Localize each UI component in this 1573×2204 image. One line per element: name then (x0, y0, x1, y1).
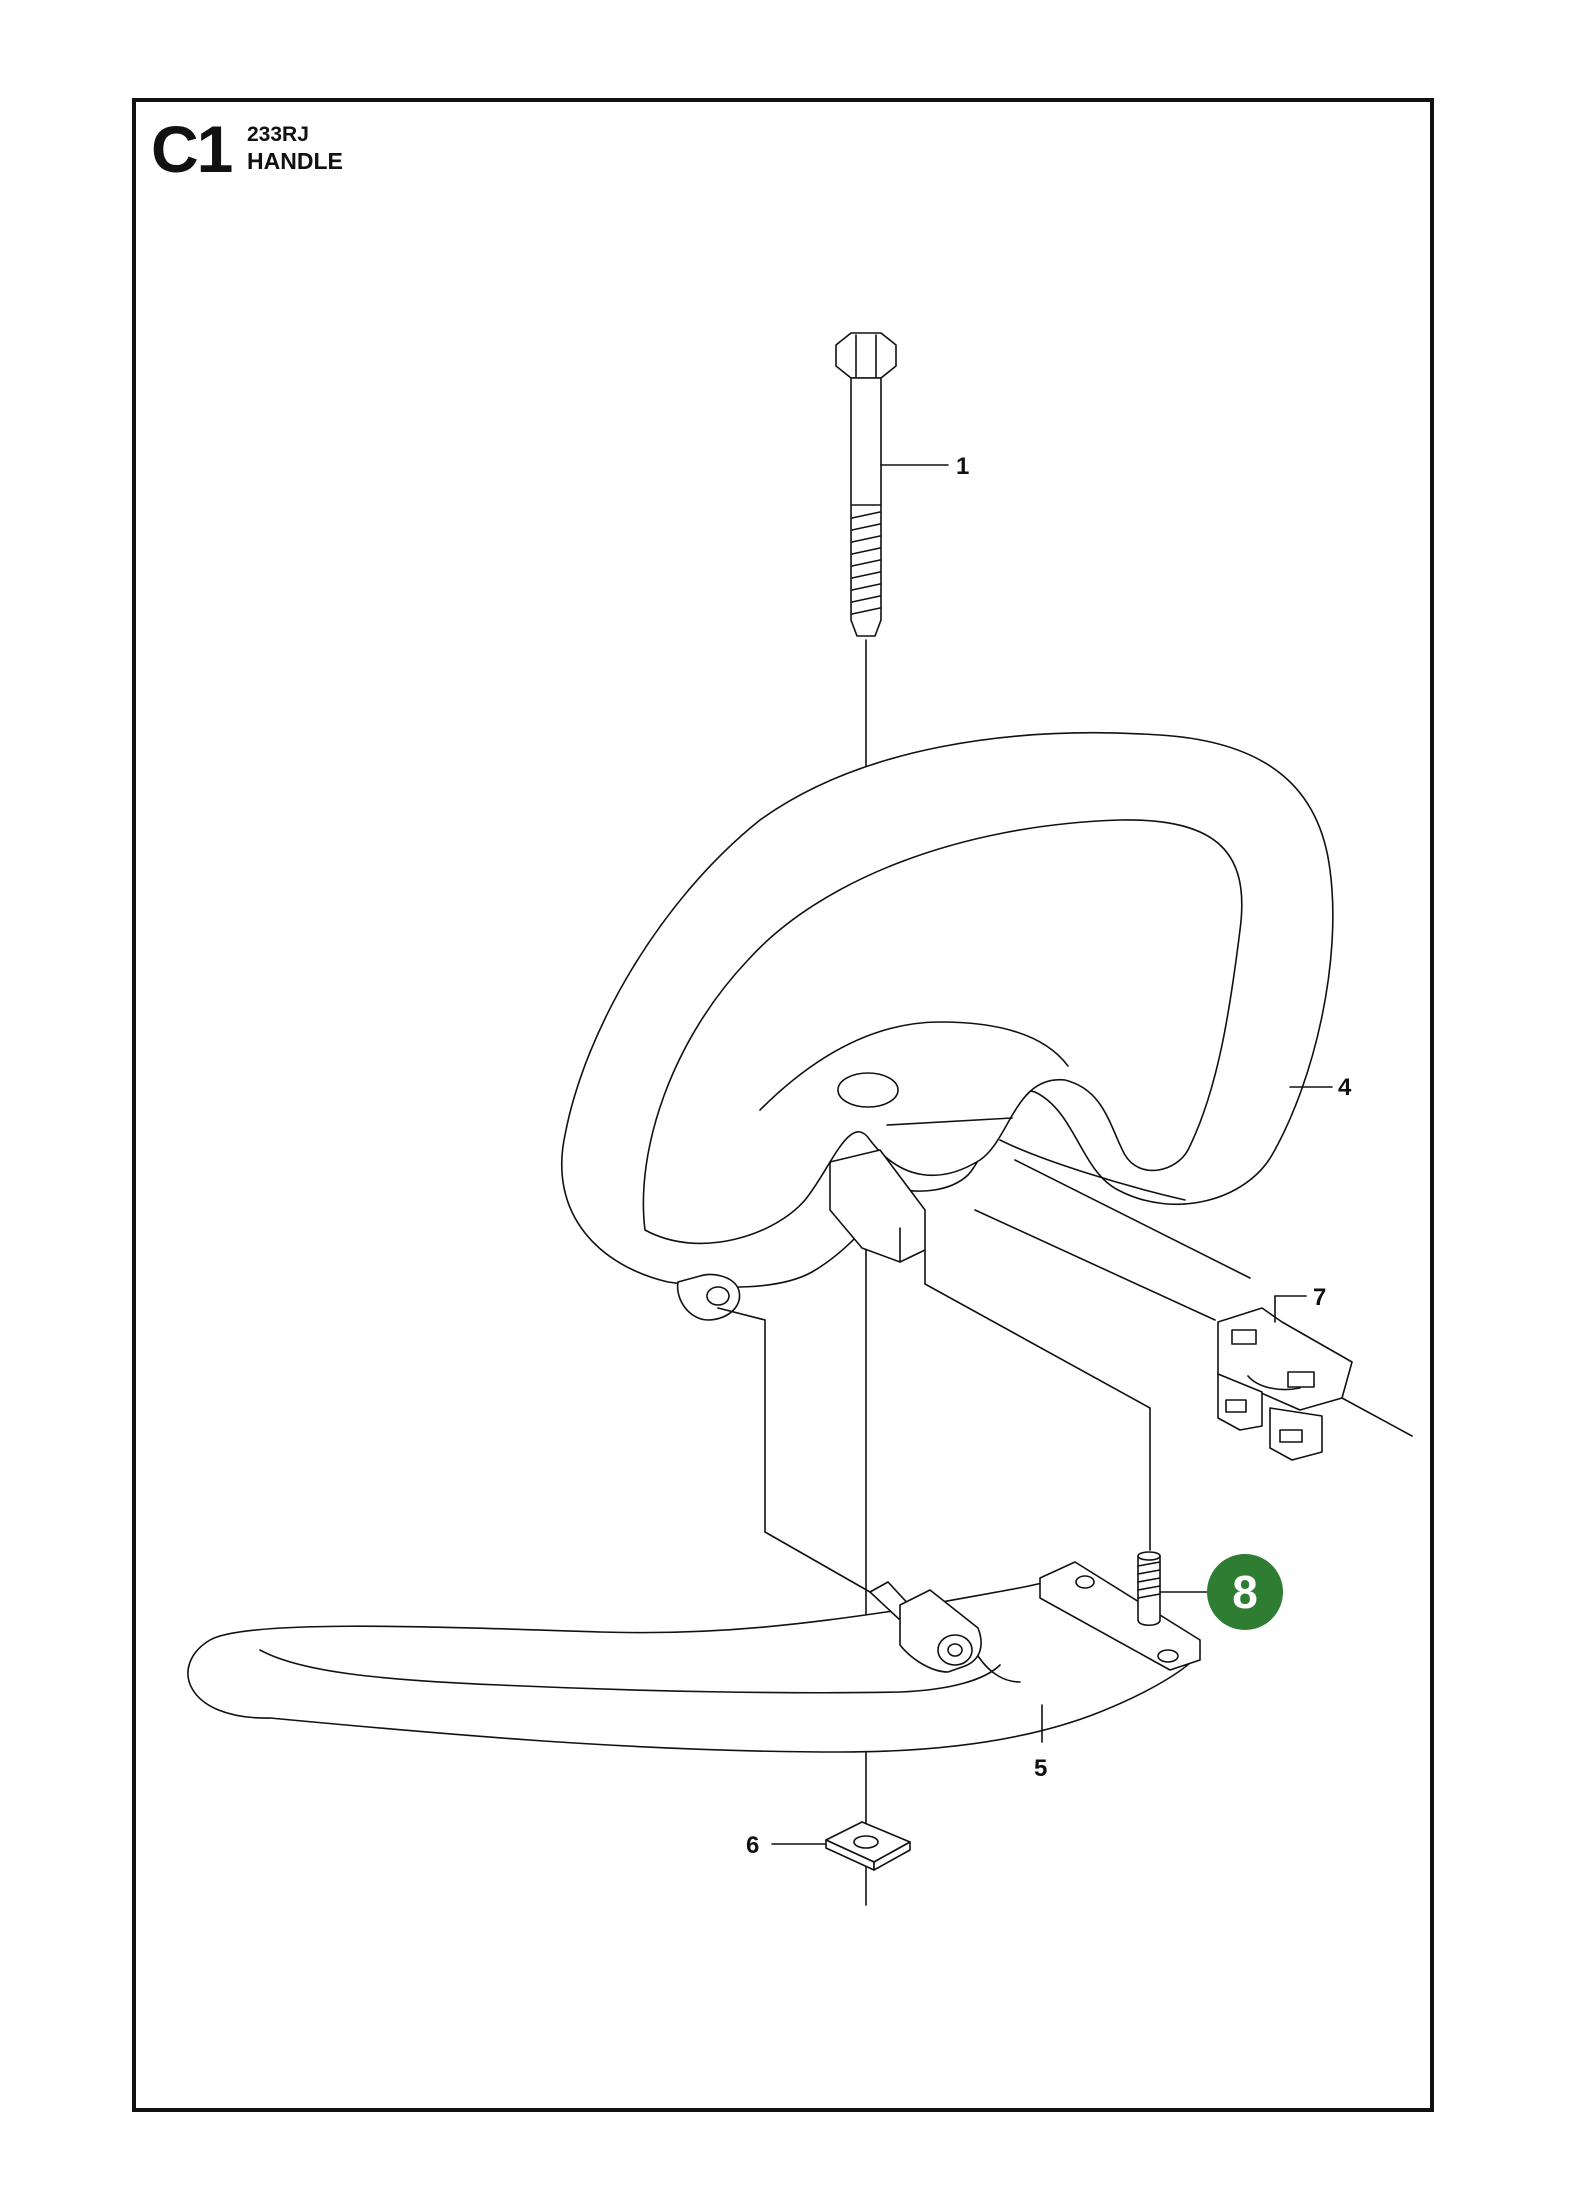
model-code: 233RJ (247, 123, 309, 146)
bolt-part (835, 332, 897, 637)
callout-8: 8 (1232, 1566, 1258, 1618)
callout-6: 6 (746, 1832, 759, 1859)
callout-8-highlight (1207, 1554, 1283, 1630)
callout-1: 1 (956, 453, 969, 480)
assembly-name: HANDLE (247, 148, 343, 174)
lower-bar-part (187, 1561, 1201, 1753)
callout-4: 4 (1338, 1074, 1352, 1101)
callout-7: 7 (1313, 1284, 1326, 1311)
assembly-path-screw (924, 1249, 1151, 1551)
handle-loop-part (560, 731, 1334, 1321)
drawing-frame (132, 98, 1434, 2112)
clamp-part (1217, 1295, 1413, 1461)
assembly-path-bracket (717, 1307, 871, 1593)
square-nut-part (825, 1821, 911, 1871)
callout-5: 5 (1034, 1755, 1047, 1782)
section-code: C1 (151, 112, 233, 186)
screw-part (1137, 1551, 1161, 1627)
